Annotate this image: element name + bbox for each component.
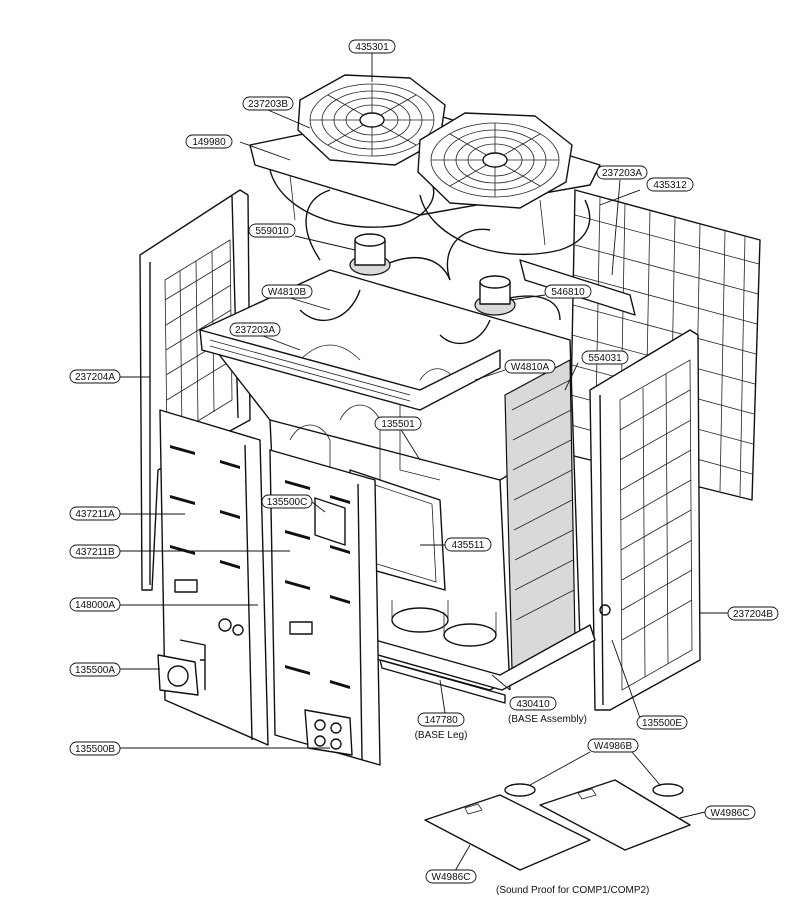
part-number-label: 147780 [424, 715, 458, 726]
part-number-label: 237203A [235, 325, 275, 336]
right-side-panel [589, 329, 701, 711]
callout-237204B: 237204B [727, 606, 779, 621]
part-number-label: 546810 [551, 287, 585, 298]
callout-430410: 430410 [509, 696, 557, 711]
callout-237204A: 237204A [69, 369, 121, 384]
fan-motor-left [299, 189, 451, 321]
part-number-label: 237203B [248, 99, 288, 110]
callout-559010: 559010 [248, 223, 296, 238]
leader-lines [118, 53, 728, 872]
part-number-label: 430410 [516, 699, 550, 710]
fan-guard-left [297, 74, 446, 166]
callout-437211B: 437211B [69, 544, 121, 559]
part-number-label: W4986B [594, 741, 633, 752]
callout-148000A: 148000A [69, 597, 121, 612]
part-number-label: 135500E [642, 718, 682, 729]
sound-proof-note: (Sound Proof for COMP1/COMP2) [496, 885, 649, 896]
part-number-label: 237204B [733, 609, 773, 620]
fan-motor-right [439, 228, 561, 345]
callout-W4986B: W4986B [587, 738, 639, 753]
part-number-label: 437211B [75, 547, 115, 558]
callout-437211A: 437211A [69, 506, 121, 521]
callout-135500C: 135500C [261, 494, 313, 509]
part-number-label: 435312 [653, 180, 687, 191]
part-number-label: 435511 [452, 540, 485, 551]
callout-237203A-mid: 237203A [229, 322, 281, 337]
part-number-label: 135500C [267, 497, 308, 508]
callout-135500E: 135500E [636, 715, 688, 730]
callout-135500A: 135500A [69, 662, 121, 677]
part-number-label: 437211A [75, 509, 115, 520]
fan-guard-right [417, 112, 573, 209]
part-number-label: 559010 [255, 226, 289, 237]
sound-proof-plates [424, 779, 691, 871]
callout-237203B: 237203B [242, 96, 294, 111]
callout-W4810B: W4810B [261, 284, 313, 299]
part-number-label: 135500A [75, 665, 115, 676]
part-number-label: 554031 [588, 353, 622, 364]
part-number-label: 149980 [192, 137, 226, 148]
callout-554031: 554031 [581, 350, 629, 365]
part-number-label: 237203A [602, 168, 642, 179]
part-number-label: W4986C [711, 808, 750, 819]
part-number-label: 135501 [381, 419, 415, 430]
part-number-label: 148000A [75, 600, 115, 611]
callout-435312: 435312 [646, 177, 694, 192]
cover-plate-135500A [157, 654, 199, 696]
callout-W4810A: W4810A [504, 359, 556, 374]
callout-W4986C-left: W4986C [425, 869, 477, 884]
front-panel-left [159, 409, 269, 746]
callout-147780: 147780 [417, 712, 465, 727]
part-number-label: 237204A [75, 372, 115, 383]
cover-plate-135500B [304, 709, 353, 756]
part-number-label: 135500B [75, 744, 115, 755]
part-number-label: 435301 [355, 42, 389, 53]
callout-135500B: 135500B [69, 741, 121, 756]
callout-135501: 135501 [374, 416, 422, 431]
front-panel-right [269, 449, 381, 766]
callout-W4986C-right: W4986C [704, 805, 756, 820]
part-number-label: W4986C [432, 872, 471, 883]
base-assembly-note: (BASE Assembly) [508, 714, 587, 725]
callout-435301: 435301 [348, 39, 396, 54]
callout-546810: 546810 [544, 284, 592, 299]
callout-149980: 149980 [185, 134, 233, 149]
part-number-label: W4810A [511, 362, 550, 373]
part-number-label: W4810B [268, 287, 307, 298]
callout-237203A-top: 237203A [596, 165, 648, 180]
callout-435511: 435511 [444, 537, 492, 552]
base-leg-note: (BASE Leg) [415, 730, 468, 741]
